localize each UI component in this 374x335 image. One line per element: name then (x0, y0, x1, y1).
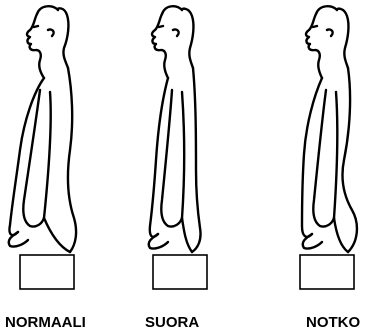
figure-normal: NORMAALI (5, 6, 86, 331)
person-silhouette-normal (9, 6, 76, 252)
label-notko: NOTKO (306, 314, 360, 331)
person-silhouette-straight (149, 6, 201, 252)
box-normal (20, 255, 74, 289)
label-suora: SUORA (145, 314, 199, 331)
figure-hollow: NOTKO (300, 6, 360, 331)
box-straight (153, 255, 207, 289)
box-hollow (300, 255, 354, 289)
person-silhouette-hollow (302, 6, 357, 252)
label-normaali: NORMAALI (5, 314, 86, 331)
figure-straight: SUORA (145, 6, 207, 331)
